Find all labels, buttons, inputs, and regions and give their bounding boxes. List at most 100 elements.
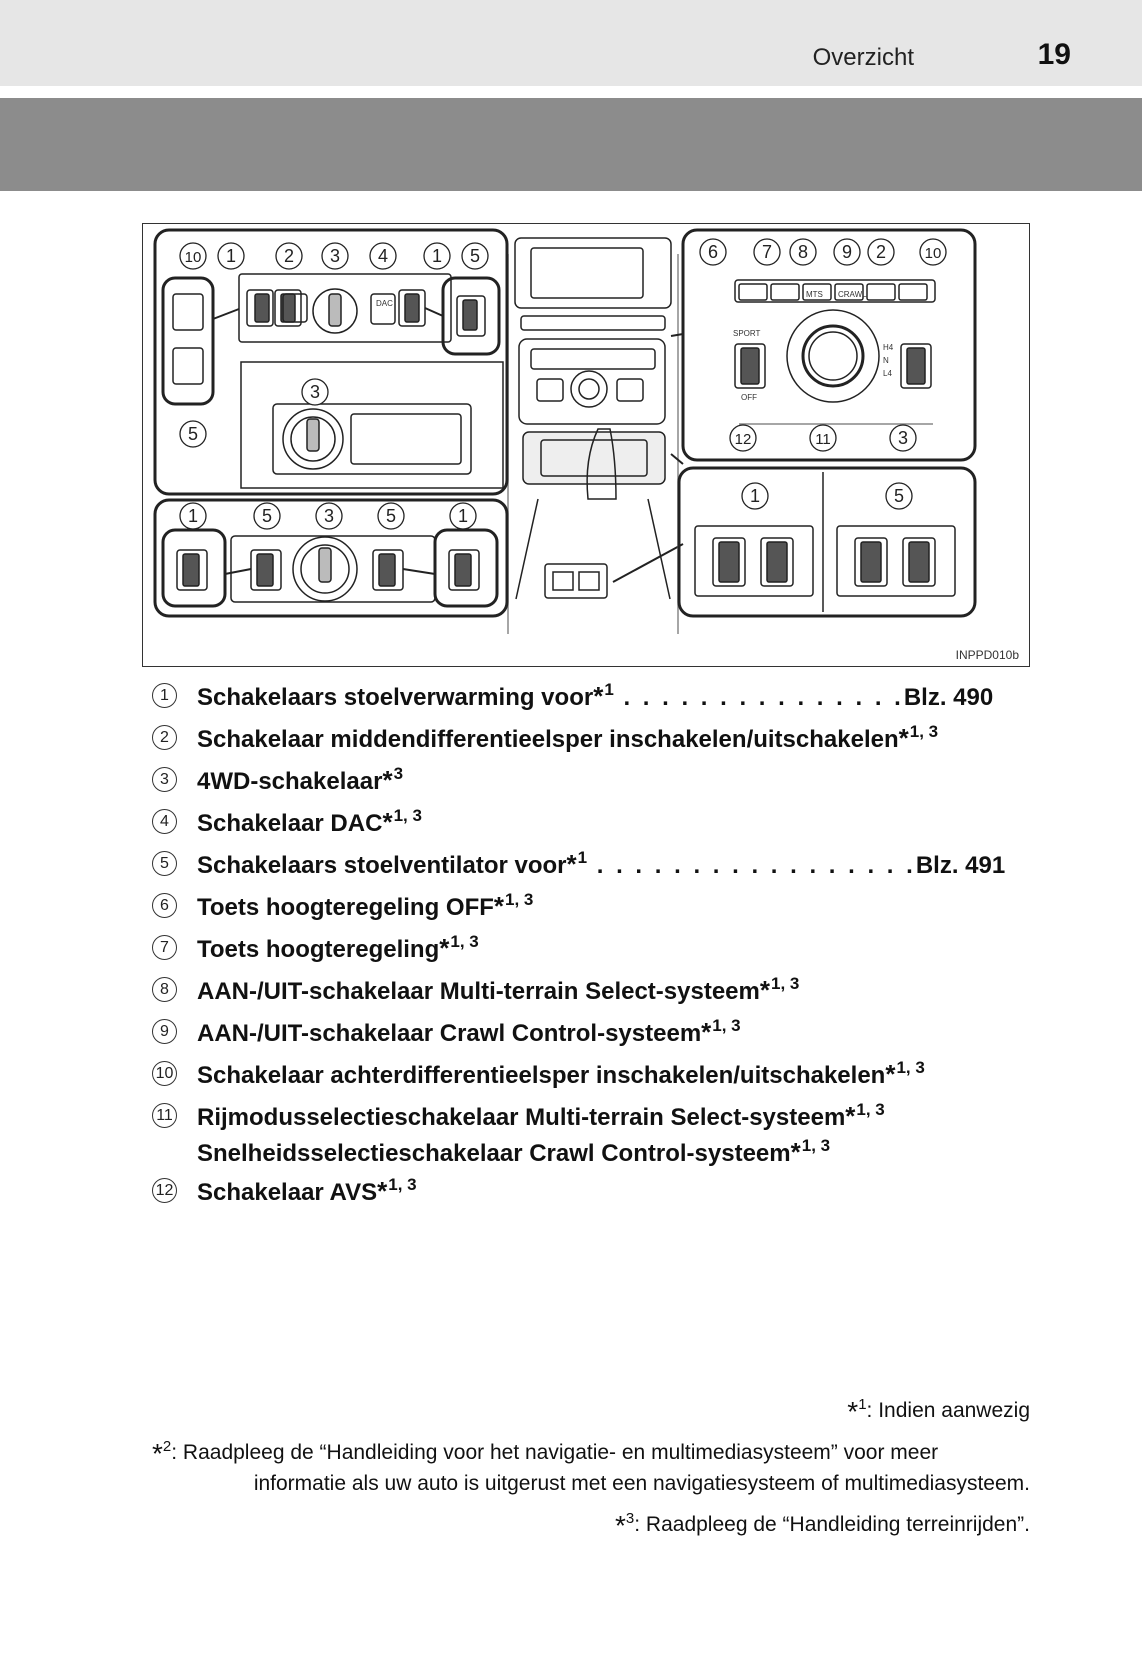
switch-rocker [404, 293, 420, 323]
callout-circle [423, 242, 451, 270]
footnote-star: * [615, 1510, 626, 1541]
footnote-ref: 1, 3 [856, 1100, 885, 1119]
footnote-ref: 1, 3 [909, 722, 939, 741]
switch-rocker [908, 541, 930, 583]
item-label: AAN-/UIT-schakelaar Multi-terrain Select… [197, 978, 760, 1005]
transfer-switch-right [900, 343, 932, 389]
climate-button-right [616, 378, 644, 402]
footnote-star: * [701, 1017, 712, 1047]
callout-circle [789, 238, 817, 266]
switch-rocker [182, 553, 200, 587]
callout-number: 11 [815, 431, 831, 448]
switch-rocker [860, 541, 882, 583]
mts-label: MTS [806, 290, 823, 299]
seat-heat-switch-br [448, 549, 480, 591]
list-item: 11 Rijmodusselectieschakelaar Multi-terr… [152, 1100, 885, 1172]
crawl-button [834, 283, 864, 301]
callout-circle [253, 502, 281, 530]
lo-label: L4 [883, 369, 892, 378]
dot-leader: . . . . . . . . . . . . . . . [613, 684, 904, 711]
callout-circle [275, 242, 303, 270]
footnote-star: * [847, 1396, 859, 1427]
callout-number: 9 [842, 242, 852, 262]
pointer-console [670, 333, 684, 465]
panel-bottom-right [677, 466, 977, 618]
page-ref[interactable]: Blz. 491 [915, 852, 1006, 879]
page-ref[interactable]: Blz. 490 [903, 684, 994, 711]
seat-vent-bank [836, 525, 956, 597]
callout-circle [301, 378, 329, 406]
pointer-seat-vent [424, 307, 444, 317]
seat-vent-switch-r1 [854, 537, 888, 587]
footnote-text: : Indien aanwezig [866, 1399, 1030, 1422]
callout-circle [699, 238, 727, 266]
switch-rocker [378, 553, 396, 587]
section-title: Overzicht [812, 44, 914, 71]
item-number: 9 [152, 1019, 177, 1044]
list-item: 7 Toets hoogteregeling*1, 3 [152, 932, 479, 968]
transfer-dial-bottom [292, 536, 358, 602]
list-item: 4 Schakelaar DAC*1, 3 [152, 806, 422, 842]
transfer-dial-small [312, 288, 358, 334]
callout-number: 5 [386, 506, 396, 526]
callout-number: 1 [432, 246, 442, 266]
transfer-switch-housing [272, 403, 472, 475]
mts-dial-bezel [786, 309, 880, 403]
footnote-text: : Raadpleeg de “Handleiding terreinrijde… [634, 1513, 1030, 1536]
switch-rocker [766, 541, 788, 583]
transfer-blank [350, 413, 462, 465]
footnote-star: * [885, 1059, 896, 1089]
rear-diff-group [161, 276, 215, 406]
item-number: 2 [152, 725, 177, 750]
item-label: Toets hoogteregeling [197, 936, 440, 963]
switch-diagram: DAC MTS CRAWL SPORT OFF H4 N L4 10123415… [153, 228, 977, 634]
switch-rocker [462, 299, 478, 331]
item-label: Schakelaar AVS [197, 1179, 378, 1206]
shifter-switch-a [552, 571, 574, 591]
footnote-2-continued: informatie als uw auto is uitgerust met … [254, 1472, 1030, 1496]
sport-label: SPORT [733, 329, 761, 338]
callout-circle [217, 242, 245, 270]
page-number: 19 [1037, 38, 1071, 71]
header-band [0, 0, 1142, 86]
switch-rocker [718, 541, 740, 583]
console-vent [520, 315, 666, 331]
switch-rocker [256, 553, 274, 587]
panel-bottom-left [153, 498, 509, 618]
footnote-ref: 1, 3 [896, 1058, 925, 1077]
seat-heat-switch-r1 [712, 537, 746, 587]
dac-label: DAC [376, 299, 393, 308]
callout-circle [833, 238, 861, 266]
footnote-ref: 3 [393, 764, 404, 783]
callout-circle [315, 502, 343, 530]
height-off-button [738, 283, 768, 301]
item-label: AAN-/UIT-schakelaar Crawl Control-systee… [197, 1020, 702, 1047]
callout-number: 3 [324, 506, 334, 526]
transfer-recess [240, 361, 504, 489]
list-item: 6 Toets hoogteregeling OFF*1, 3 [152, 890, 533, 926]
seat-heat-switch-left [246, 289, 274, 327]
callout-number: 12 [735, 431, 752, 448]
footnote-ref: 1, 3 [505, 890, 534, 909]
n-label: N [883, 356, 889, 365]
dot-leader: . . . . . . . . . . . . . . . . . [587, 852, 916, 879]
figure-code: INPPD010b [955, 648, 1019, 662]
callout-number: 1 [750, 486, 760, 506]
callout-number: 4 [378, 246, 388, 266]
transfer-dial-grip [306, 418, 320, 452]
mts-dial-center [808, 331, 858, 381]
footnote-star: * [898, 723, 909, 753]
transfer-dial-bottom-inner [300, 544, 350, 594]
callout-number: 1 [226, 246, 236, 266]
callout-number: 2 [284, 246, 294, 266]
item-number: 12 [152, 1178, 177, 1203]
pointer-left [224, 568, 252, 575]
callout-number: 10 [185, 249, 202, 266]
switch-rocker [740, 347, 760, 385]
item-label: Rijmodusselectieschakelaar Multi-terrain… [197, 1104, 846, 1131]
footnote-star: * [382, 765, 393, 795]
callout-circle [321, 242, 349, 270]
footnote-ref: 1 [604, 680, 614, 699]
center-diff-button [898, 283, 928, 301]
footnote-star: * [790, 1137, 801, 1167]
